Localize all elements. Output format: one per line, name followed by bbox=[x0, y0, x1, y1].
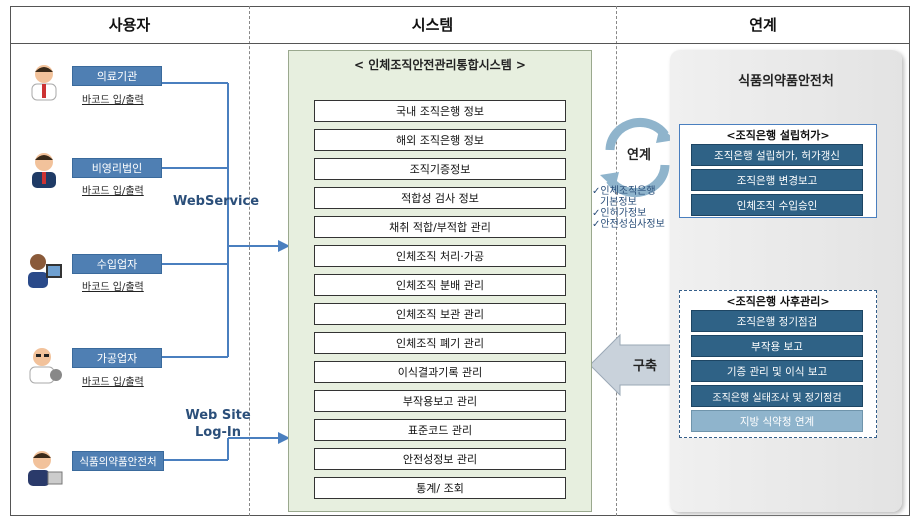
license-item: 조직은행 설립허가, 허가갱신 bbox=[691, 144, 863, 166]
system-module: 통계/ 조회 bbox=[314, 477, 566, 499]
aftercare-item: 기증 관리 및 이식 보고 bbox=[691, 360, 863, 382]
system-title: < 인체조직안전관리통합시스템 > bbox=[354, 58, 526, 72]
check-item: 기본정보 bbox=[600, 197, 637, 208]
build-label: 구축 bbox=[633, 359, 657, 374]
system-module: 안전성정보 관리 bbox=[314, 448, 566, 470]
system-module: 해외 조직은행 정보 bbox=[314, 129, 566, 151]
arrow-head bbox=[278, 240, 290, 252]
cycle-label: 연계 bbox=[627, 148, 651, 163]
website-label-1: Web Site bbox=[185, 408, 251, 423]
link-checklist: ✓인체조직은행 기본정보 ✓인허가정보 ✓안전성심사정보 bbox=[592, 186, 665, 230]
header-link: 연계 bbox=[616, 6, 910, 44]
diagram-frame bbox=[10, 6, 910, 516]
user-bar: 식품의약품안전처 bbox=[72, 451, 164, 471]
license-item: 인체조직 수입승인 bbox=[691, 194, 863, 216]
businessman-icon bbox=[24, 150, 64, 190]
system-module: 인체조직 폐기 관리 bbox=[314, 332, 566, 354]
system-module: 인체조직 분배 관리 bbox=[314, 274, 566, 296]
user-sub: 바코드 입/출력 bbox=[82, 377, 144, 388]
webservice-label: WebService bbox=[172, 194, 260, 209]
aftercare-group-title: <조직은행 사후관리> bbox=[726, 295, 830, 308]
license-group-title: <조직은행 설립허가> bbox=[726, 129, 830, 142]
aftercare-item: 조직은행 실태조사 및 정기점검 bbox=[691, 385, 863, 407]
system-module: 표준코드 관리 bbox=[314, 419, 566, 441]
user-sub: 바코드 입/출력 bbox=[82, 95, 144, 106]
computer-user-icon bbox=[24, 250, 64, 290]
user-bar: 의료기관 bbox=[72, 66, 162, 86]
agency-title: 식품의약품안전처 bbox=[738, 74, 834, 89]
arrow-head bbox=[278, 432, 290, 444]
aftercare-item: 지방 식약청 연계 bbox=[691, 410, 863, 432]
website-label-2: Log-In bbox=[194, 425, 241, 440]
system-module: 적합성 검사 정보 bbox=[314, 187, 566, 209]
header-user: 사용자 bbox=[10, 6, 249, 44]
system-module: 인체조직 처리·가공 bbox=[314, 245, 566, 267]
column-divider bbox=[249, 6, 250, 516]
system-module: 국내 조직은행 정보 bbox=[314, 100, 566, 122]
system-module: 조직기증정보 bbox=[314, 158, 566, 180]
user-sub: 바코드 입/출력 bbox=[82, 282, 144, 293]
official-icon bbox=[24, 448, 64, 488]
check-item: ✓인체조직은행 bbox=[592, 186, 656, 197]
user-bar: 가공업자 bbox=[72, 348, 162, 368]
agency-panel bbox=[670, 50, 902, 512]
license-item: 조직은행 변경보고 bbox=[691, 169, 863, 191]
user-bar: 수입업자 bbox=[72, 254, 162, 274]
user-sub: 바코드 입/출력 bbox=[82, 186, 144, 197]
aftercare-item: 조직은행 정기점검 bbox=[691, 310, 863, 332]
system-module: 채취 적합/부적합 관리 bbox=[314, 216, 566, 238]
worker-icon bbox=[24, 345, 64, 385]
system-module: 부작용보고 관리 bbox=[314, 390, 566, 412]
doctor-icon bbox=[24, 62, 64, 102]
system-module: 이식결과기록 관리 bbox=[314, 361, 566, 383]
column-divider bbox=[616, 6, 617, 516]
check-item: ✓안전성심사정보 bbox=[592, 219, 665, 230]
system-module: 인체조직 보관 관리 bbox=[314, 303, 566, 325]
check-item: ✓인허가정보 bbox=[592, 208, 647, 219]
header-system: 시스템 bbox=[249, 6, 616, 44]
user-bar: 비영리법인 bbox=[72, 158, 162, 178]
aftercare-item: 부작용 보고 bbox=[691, 335, 863, 357]
